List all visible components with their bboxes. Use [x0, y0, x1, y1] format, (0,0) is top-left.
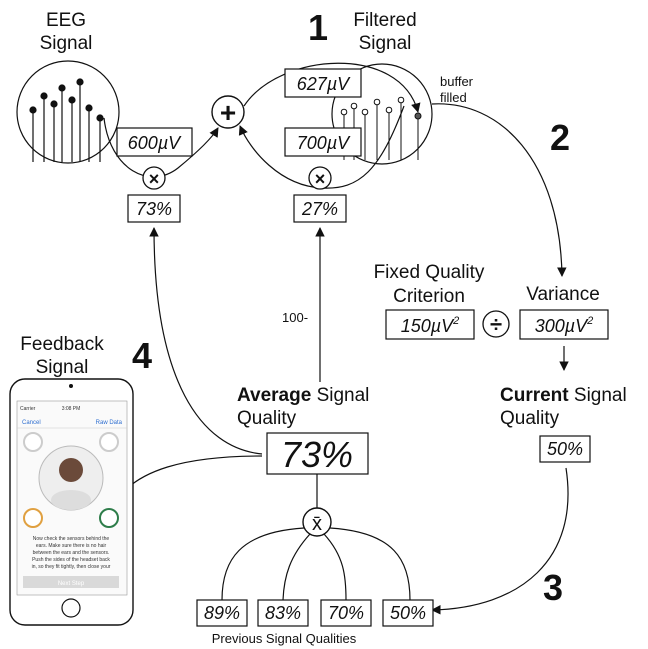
- hundred-minus-label: 100-: [282, 310, 308, 325]
- criterion-box: [385, 309, 475, 340]
- mean-operator: [302, 507, 332, 537]
- phone-time: 3:08 PM: [62, 406, 81, 412]
- previous-quality-box: [320, 599, 372, 627]
- step-3: 3: [543, 567, 563, 608]
- sensor-indicator: [23, 432, 43, 452]
- arrow-average-to-phone: [111, 455, 263, 509]
- buffer-label-line2: filled: [440, 90, 467, 105]
- previous-quality-2: 83%: [265, 603, 301, 623]
- filtered-top-box: [284, 68, 362, 98]
- mean-branch-2: [282, 533, 311, 601]
- variance-value: 300µV2: [535, 315, 594, 336]
- average-quality-label: Average Signal: [237, 385, 369, 406]
- previous-qualities-label: Previous Signal Qualities: [212, 631, 357, 646]
- times-operator-eeg: [142, 166, 166, 190]
- arrow-current-to-previous: [431, 467, 569, 615]
- instruction-line: in, so they fit tightly, then close your: [32, 564, 111, 570]
- sensor-indicator: [99, 508, 119, 528]
- filtered-mid-box: [284, 127, 362, 157]
- plus-operator: [211, 95, 245, 129]
- eeg-lollipops: [29, 78, 104, 162]
- arrow-sum-to-filtered: [243, 62, 421, 113]
- phone-carrier: Carrier: [20, 406, 36, 412]
- next-step-label: Next Step: [58, 581, 85, 587]
- step-4: 4: [132, 335, 152, 376]
- variance-label: Variance: [526, 284, 600, 305]
- previous-quality-3: 70%: [328, 603, 364, 623]
- eeg-value-box: [116, 127, 193, 157]
- filtered-top-value: 627µV: [297, 74, 351, 94]
- variance-box: [519, 309, 609, 340]
- weight-filtered-value: 27%: [301, 199, 338, 219]
- cancel-button[interactable]: Cancel: [22, 420, 41, 426]
- arrow-average-to-eeg-weight: [149, 227, 263, 455]
- arrow-buffer-to-variance: [431, 103, 567, 277]
- eeg-value: 600µV: [128, 133, 182, 153]
- filtered-signal-title-line2: Signal: [359, 33, 412, 54]
- divide-operator: [482, 310, 510, 338]
- times-symbol-filtered: ×: [315, 169, 326, 189]
- instruction-line: ears. Make sure there is no hair: [36, 543, 107, 549]
- feedback-signal-title: Feedback: [20, 334, 104, 355]
- previous-quality-box: [257, 599, 309, 627]
- average-quality-label-line2: Quality: [237, 408, 297, 429]
- step-2: 2: [550, 117, 570, 158]
- feedback-signal-title-line2: Signal: [36, 357, 89, 378]
- instruction-line: between the ears and the sensors.: [33, 550, 110, 556]
- average-quality-value: 73%: [281, 434, 353, 475]
- phone-mockup: Carrier 3:08 PM Cancel Raw Data Now chec…: [9, 378, 134, 626]
- raw-data-button[interactable]: Raw Data: [96, 420, 123, 426]
- fixed-criterion-label-line2: Criterion: [393, 286, 465, 307]
- eeg-signal-title: EEG: [46, 10, 86, 31]
- sensor-indicator: [23, 508, 43, 528]
- previous-quality-1: 89%: [204, 603, 240, 623]
- weight-eeg-value: 73%: [136, 199, 172, 219]
- instruction-line: Push the sides of the headset back: [32, 557, 110, 563]
- mean-branch-3: [323, 533, 347, 601]
- average-quality-box: [266, 432, 369, 475]
- previous-quality-4: 50%: [390, 603, 426, 623]
- fixed-criterion-label: Fixed Quality: [374, 262, 485, 283]
- arrow-eeg-to-sum: [103, 117, 219, 178]
- current-quality-label-line2: Quality: [500, 408, 560, 429]
- previous-quality-box: [382, 599, 434, 627]
- filtered-signal-title: Filtered: [353, 10, 416, 31]
- current-quality-value: 50%: [547, 439, 583, 459]
- current-quality-label: Current Signal: [500, 385, 627, 406]
- next-step-button[interactable]: [23, 576, 119, 588]
- step-1: 1: [308, 7, 328, 48]
- eeg-signal-circle: [16, 60, 120, 164]
- home-button[interactable]: [61, 598, 81, 618]
- weight-filtered-box: [293, 194, 347, 223]
- plus-symbol: +: [220, 97, 236, 128]
- mean-branch-1: [221, 527, 305, 601]
- mean-branch-4: [329, 527, 411, 601]
- divide-symbol: ÷: [490, 312, 502, 337]
- previous-quality-box: [196, 599, 248, 627]
- sensor-indicator: [99, 432, 119, 452]
- mean-symbol: x̄: [312, 513, 322, 535]
- weight-eeg-box: [127, 194, 181, 223]
- times-operator-filtered: [308, 166, 332, 190]
- filtered-mid-value: 700µV: [297, 133, 351, 153]
- criterion-value: 150µV2: [401, 315, 460, 336]
- times-symbol-eeg: ×: [149, 169, 160, 189]
- buffer-label: buffer: [440, 74, 474, 89]
- eeg-signal-title-line2: Signal: [40, 33, 93, 54]
- instruction-line: Now check the sensors behind the: [33, 536, 110, 542]
- current-quality-box: [539, 435, 591, 463]
